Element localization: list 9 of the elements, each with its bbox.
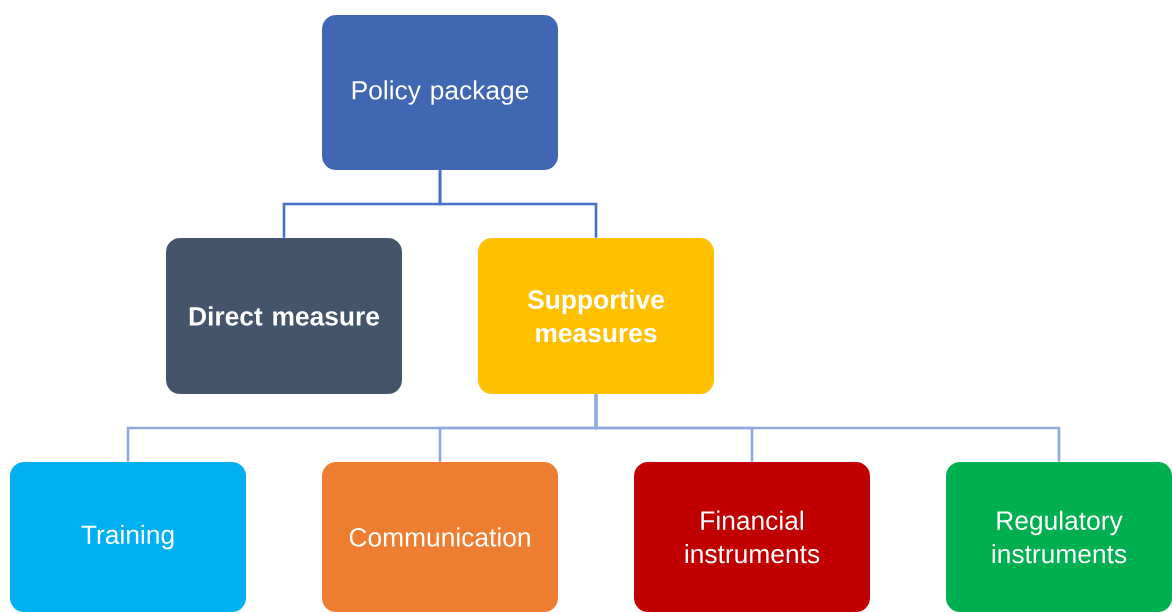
category-box: Direct measure <box>166 238 402 394</box>
category-box: Financial instruments <box>634 462 870 612</box>
connector-line <box>594 394 1061 462</box>
category-box: Policy package <box>322 15 558 170</box>
category-box: Communication <box>322 462 558 612</box>
connector-line <box>438 170 598 238</box>
category-box: Regulatory instruments <box>946 462 1172 612</box>
category-box: Training <box>10 462 246 612</box>
category-box: Supportive measures <box>478 238 714 394</box>
